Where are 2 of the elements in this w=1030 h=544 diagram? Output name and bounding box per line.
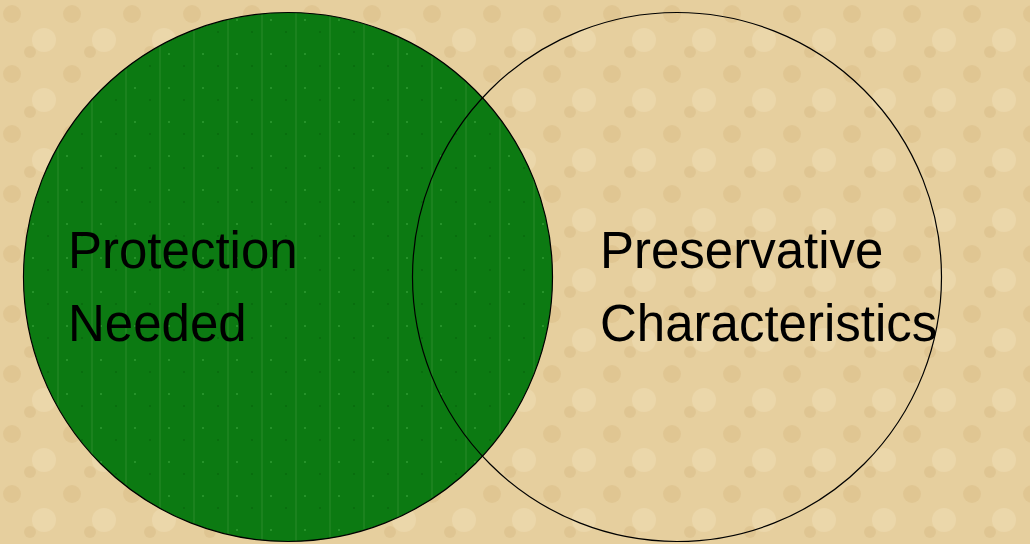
circle-label: Preservative Characteristics [600, 221, 939, 354]
circle-label: Protection Needed [68, 221, 299, 354]
